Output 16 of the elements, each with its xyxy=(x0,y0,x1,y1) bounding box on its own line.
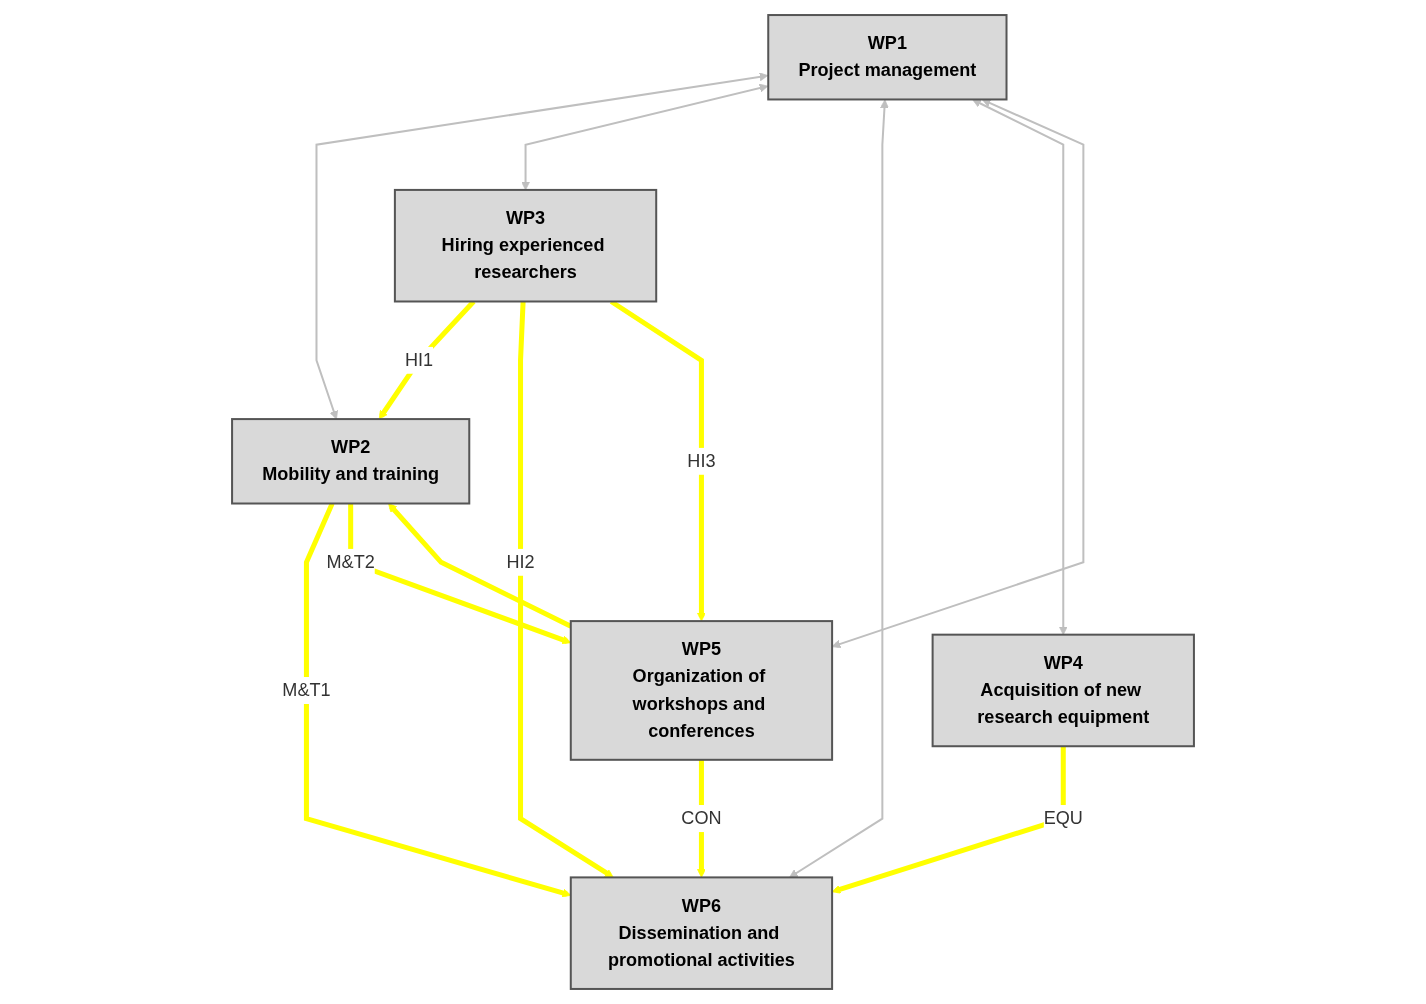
node-box: WP1 Project management xyxy=(767,14,1008,101)
arrow xyxy=(315,72,769,420)
node-box: WP3 Hiring experienced researchers xyxy=(393,188,658,303)
node-box: WP4 Acquisition of new research equipment xyxy=(931,633,1195,748)
edge-label: HI1 xyxy=(404,349,434,370)
edge-label: HI3 xyxy=(687,450,716,471)
node-box: WP2 Mobility and training xyxy=(231,418,471,505)
edge-label: CON xyxy=(681,808,722,829)
edge-label: HI2 xyxy=(506,551,535,572)
edge-label: M&T1 xyxy=(282,679,331,700)
edge-label: M&T2 xyxy=(326,551,375,572)
arrow xyxy=(518,301,614,878)
arrow xyxy=(789,99,889,878)
node-box: WP6 Dissemination and promotional activities xyxy=(569,876,834,990)
node-box: WP5 Organization of workshops and conferences xyxy=(569,620,834,761)
edge-label: EQU xyxy=(1043,808,1083,829)
